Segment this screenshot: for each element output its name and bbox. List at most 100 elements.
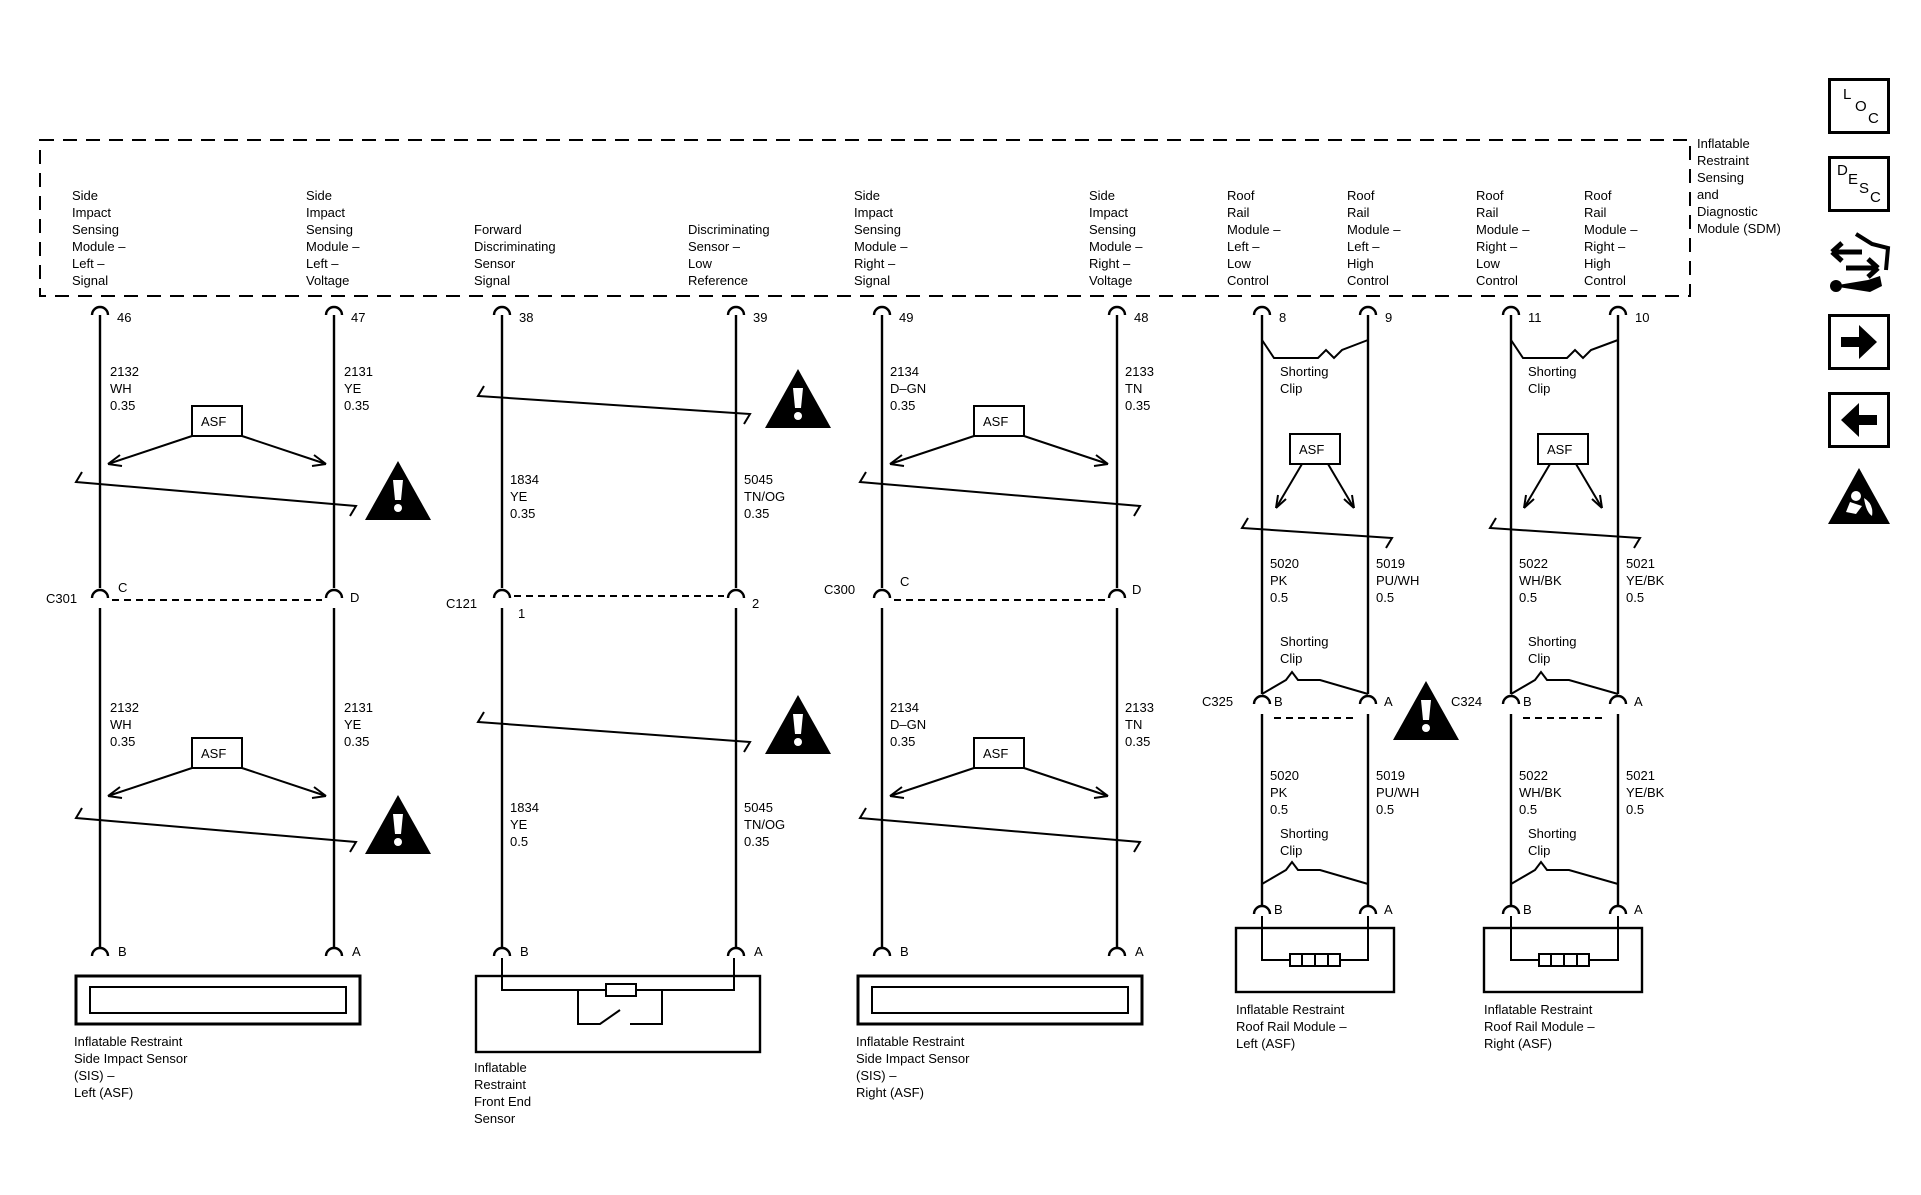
wire-label: 0.35 [110, 398, 135, 413]
terminal-label: Rail [1584, 205, 1607, 220]
pin-number: 48 [1134, 310, 1148, 325]
device-label: Inflatable Restraint [1484, 1002, 1593, 1017]
terminal-label: Control [1227, 273, 1269, 288]
connector-name: C324 [1451, 694, 1482, 709]
next-button[interactable] [1828, 314, 1890, 370]
connector-pin: 2 [752, 596, 759, 611]
asf-label: ASF [1547, 442, 1572, 457]
sdm-label-line: Restraint [1697, 153, 1749, 168]
terminal-label: Impact [854, 205, 893, 220]
terminal-label: Right – [1476, 239, 1518, 254]
pin-number: 8 [1279, 310, 1286, 325]
wire-label: YE [344, 381, 362, 396]
wire-label: D–GN [890, 381, 926, 396]
airbag-warning-icon[interactable] [1826, 466, 1892, 528]
wire-label: 0.35 [890, 734, 915, 749]
shorting-clip-label: Shorting [1528, 826, 1576, 841]
terminal-label: Sensing [72, 222, 119, 237]
desc-letter: S [1859, 180, 1870, 197]
wire-label: TN/OG [744, 489, 785, 504]
device-label: Side Impact Sensor [856, 1051, 970, 1066]
terminal-label: Right – [854, 256, 896, 271]
connector-pin: B [1274, 694, 1283, 709]
terminal-label: Sensor – [688, 239, 741, 254]
terminal-label: Signal [474, 273, 510, 288]
wire-label: 5020 [1270, 768, 1299, 783]
device-labels: Inflatable Restraint Side Impact Sensor … [74, 1002, 1595, 1126]
wire-label: 0.35 [1125, 734, 1150, 749]
sdm-label-line: Diagnostic [1697, 204, 1758, 219]
wire-label: 0.5 [1376, 590, 1394, 605]
terminal-label: Side [1089, 188, 1115, 203]
terminal-label: Module – [72, 239, 126, 254]
wire-label: 0.35 [510, 506, 535, 521]
wire-label: 0.5 [1626, 590, 1644, 605]
wire-label: 2134 [890, 364, 919, 379]
terminal-label: Sensor [474, 256, 516, 271]
connector-name: C121 [446, 596, 477, 611]
pin-number: 38 [519, 310, 533, 325]
connector-pin: A [1384, 694, 1393, 709]
location-button[interactable]: L O C [1828, 78, 1890, 134]
sdm-label-line: Sensing [1697, 170, 1744, 185]
wire-label: 2132 [110, 700, 139, 715]
desc-letter: D [1837, 162, 1848, 179]
asf-callouts [107, 405, 1603, 799]
device-label: Restraint [474, 1077, 526, 1092]
wire-labels-upper: 2132 WH 0.35 2131 YE 0.35 1834 YE 0.35 5… [110, 364, 1665, 605]
terminal-label: Module – [306, 239, 360, 254]
connector-name: C325 [1202, 694, 1233, 709]
terminal-label: Sensing [1089, 222, 1136, 237]
connector-pin: C [118, 580, 127, 595]
wire-label: 0.35 [744, 834, 769, 849]
terminal-label: Roof [1227, 188, 1255, 203]
wire-label: YE [510, 489, 528, 504]
previous-button[interactable] [1828, 392, 1890, 448]
device-pin: A [754, 944, 763, 959]
wire-label: 0.5 [1376, 802, 1394, 817]
terminal-label: Reference [688, 273, 748, 288]
shorting-clip-label: Clip [1528, 843, 1550, 858]
devices [74, 916, 1644, 1054]
description-button[interactable]: D E S C [1828, 156, 1890, 212]
shorting-clip-label: Shorting [1280, 364, 1328, 379]
wire-label: 0.5 [1270, 802, 1288, 817]
wire-label: WH [110, 717, 132, 732]
asf-label: ASF [201, 746, 226, 761]
terminal-label: Left – [1347, 239, 1380, 254]
wire-label: 5020 [1270, 556, 1299, 571]
asf-label: ASF [201, 414, 226, 429]
wire-label: 0.5 [510, 834, 528, 849]
pin-number: 10 [1635, 310, 1649, 325]
wire-label: TN [1125, 717, 1142, 732]
desc-letter: E [1848, 171, 1859, 188]
device-label: Roof Rail Module – [1484, 1019, 1595, 1034]
wire-label: TN [1125, 381, 1142, 396]
terminal-label: Discriminating [474, 239, 556, 254]
connector-pin: 1 [518, 606, 525, 621]
wire-labels-lower: 2132 WH 0.35 2131 YE 0.35 1834 YE 0.5 50… [110, 700, 1665, 849]
device-label: (SIS) – [856, 1068, 897, 1083]
terminal-label: Module – [1089, 239, 1143, 254]
pin-number: 11 [1528, 310, 1542, 325]
asf-label: ASF [1299, 442, 1324, 457]
terminal-label: Control [1347, 273, 1389, 288]
device-label: Sensor [474, 1111, 516, 1126]
connector-tools-icon[interactable] [1826, 230, 1892, 298]
shorting-clip-label: Shorting [1280, 634, 1328, 649]
shorting-clip-label: Clip [1528, 651, 1550, 666]
terminal-label: Voltage [1089, 273, 1132, 288]
connector-pin: C [900, 574, 909, 589]
wire-label: 1834 [510, 800, 539, 815]
pin-number: 39 [753, 310, 767, 325]
terminal-label: Rail [1476, 205, 1499, 220]
wire-label: 2134 [890, 700, 919, 715]
wire-label: 5019 [1376, 768, 1405, 783]
wire-label: PU/WH [1376, 785, 1419, 800]
shorting-clip-labels: Shorting Clip Shorting Clip Shorting Cli… [1280, 364, 1576, 858]
terminal-label: Forward [474, 222, 522, 237]
terminal-label: Side [306, 188, 332, 203]
wire-label: 0.5 [1519, 590, 1537, 605]
device-pin: A [352, 944, 361, 959]
device-pin: B [1274, 902, 1283, 917]
